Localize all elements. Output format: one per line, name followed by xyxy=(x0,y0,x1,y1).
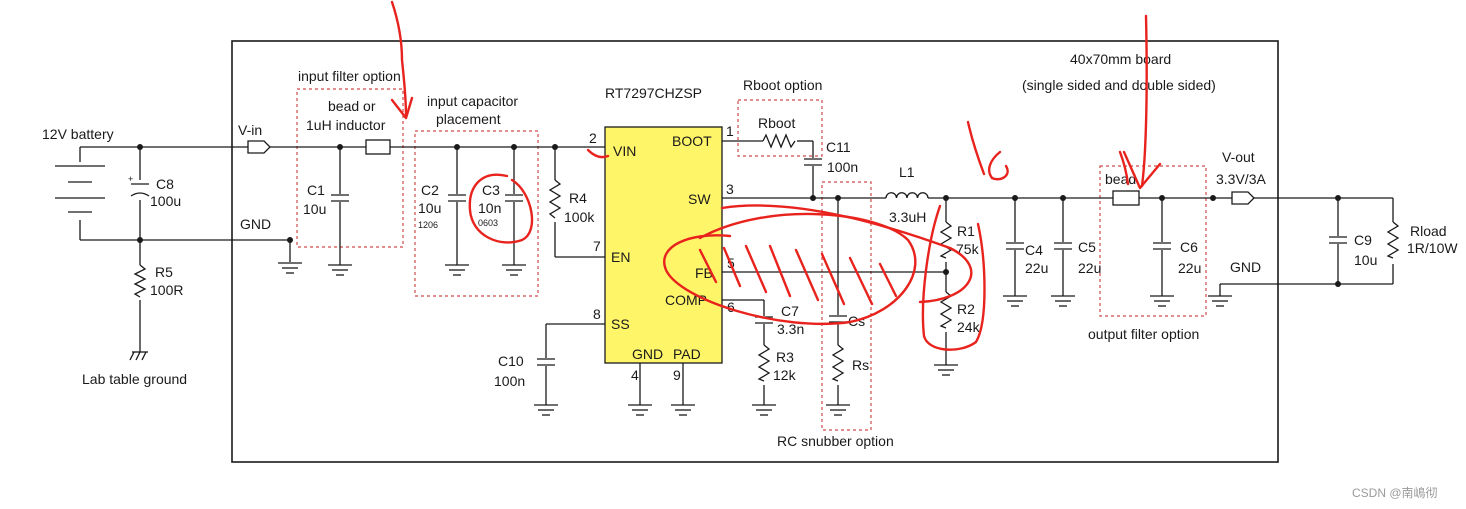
vout-port-label: V-out xyxy=(1222,149,1255,165)
input-filter-option-label: input filter option xyxy=(298,68,401,84)
c2-ref: C2 xyxy=(421,182,439,198)
c1-ref: C1 xyxy=(307,182,325,198)
bead-in-symbol xyxy=(365,139,391,155)
r1-value: 75k xyxy=(956,241,980,257)
c3-package: 0603 xyxy=(478,218,498,228)
board-subtitle: (single sided and double sided) xyxy=(1022,77,1216,93)
pin-comp-label: COMP xyxy=(665,292,707,308)
gnd-left-label: GND xyxy=(240,216,271,232)
c5-value: 22u xyxy=(1078,260,1101,276)
rc-snubber-option-label: RC snubber option xyxy=(777,433,894,449)
watermark: CSDN @南嶋彻 xyxy=(1352,485,1438,500)
svg-text:+: + xyxy=(128,174,133,184)
c6-value: 22u xyxy=(1178,260,1201,276)
gnd-right-label: GND xyxy=(1230,259,1261,275)
board-title: 40x70mm board xyxy=(1070,51,1171,67)
pin-en-label: EN xyxy=(611,249,630,265)
c8-ref: C8 xyxy=(156,176,174,192)
rload-ref: Rload xyxy=(1410,223,1447,239)
ic-body xyxy=(604,126,723,364)
r4-value: 100k xyxy=(564,209,595,225)
r5-value: 100R xyxy=(150,282,183,298)
red-annotations xyxy=(390,0,1162,351)
battery-label: 12V battery xyxy=(42,126,114,142)
pin-number-gnd: 4 xyxy=(631,367,639,383)
r5-ref: R5 xyxy=(155,264,173,280)
pin-number-boot: 1 xyxy=(726,123,734,139)
capacitor-symbols: + xyxy=(128,158,1348,366)
c7-ref: C7 xyxy=(781,303,799,319)
resistor-symbols xyxy=(133,133,1400,382)
r3-ref: R3 xyxy=(776,349,794,365)
c6-ref: C6 xyxy=(1180,239,1198,255)
c5-ref: C5 xyxy=(1078,239,1096,255)
c7-value: 3.3n xyxy=(777,321,804,337)
vout-rating-label: 3.3V/3A xyxy=(1216,171,1266,187)
wires xyxy=(79,140,1394,405)
c2-package: 1206 xyxy=(418,220,438,230)
c10-value: 100n xyxy=(494,373,525,389)
c4-value: 22u xyxy=(1025,260,1048,276)
rboot-box xyxy=(737,99,823,157)
c9-value: 10u xyxy=(1354,252,1377,268)
ground-symbols xyxy=(129,262,1233,416)
c2-value: 10u xyxy=(418,200,441,216)
bead-in-label-1: bead or xyxy=(328,98,376,114)
bead-out-label: bead xyxy=(1105,171,1136,187)
board-outline xyxy=(231,40,1279,463)
pin-number-sw: 3 xyxy=(726,181,734,197)
c8-value: 100u xyxy=(150,193,181,209)
c3-ref: C3 xyxy=(482,182,500,198)
c1-value: 10u xyxy=(303,201,326,217)
rc-snubber-box xyxy=(821,181,872,431)
l1-value: 3.3uH xyxy=(889,209,926,225)
pin-gnd-label: GND xyxy=(632,346,663,362)
c4-ref: C4 xyxy=(1025,242,1043,258)
c10-ref: C10 xyxy=(498,353,524,369)
l1-ref: L1 xyxy=(899,164,915,180)
pin-ss-label: SS xyxy=(611,316,630,332)
vout-port-icon xyxy=(1231,191,1255,205)
rload-value: 1R/10W xyxy=(1407,240,1458,256)
input-cap-box xyxy=(414,130,539,297)
pin-sw-label: SW xyxy=(688,191,711,207)
battery-symbol xyxy=(55,165,105,213)
junction-dots xyxy=(137,144,1341,287)
rboot-ref: Rboot xyxy=(758,115,795,131)
pin-number-comp: 6 xyxy=(727,299,735,315)
vin-port-label: V-in xyxy=(238,122,262,138)
r2-ref: R2 xyxy=(957,301,975,317)
c3-value: 10n xyxy=(478,200,501,216)
output-filter-box xyxy=(1099,165,1207,317)
c11-ref: C11 xyxy=(826,139,851,155)
pin-number-pad: 9 xyxy=(673,367,681,383)
pin-vin-label: VIN xyxy=(613,143,636,159)
rs-ref: Rs xyxy=(852,357,869,373)
ic-name: RT7297CHZSP xyxy=(605,85,702,101)
bead-out-symbol xyxy=(1112,190,1140,206)
output-filter-option-label: output filter option xyxy=(1088,326,1199,342)
c9-ref: C9 xyxy=(1354,232,1372,248)
vin-port-icon xyxy=(247,140,271,154)
pin-number-ss: 8 xyxy=(593,306,601,322)
input-cap-option-label-2: placement xyxy=(436,111,501,127)
r3-value: 12k xyxy=(773,367,797,383)
bead-in-label-2: 1uH inductor xyxy=(306,117,386,133)
rboot-option-label: Rboot option xyxy=(743,77,822,93)
inductor-l1 xyxy=(885,192,929,199)
pin-pad-label: PAD xyxy=(673,346,701,362)
pin-number-vin: 2 xyxy=(589,130,597,146)
c11-value: 100n xyxy=(827,159,858,175)
r4-ref: R4 xyxy=(569,190,587,206)
pin-boot-label: BOOT xyxy=(672,133,712,149)
r1-ref: R1 xyxy=(957,223,975,239)
pin-number-en: 7 xyxy=(593,238,601,254)
lab-ground-label: Lab table ground xyxy=(82,371,187,387)
r2-value: 24k xyxy=(957,319,981,335)
input-cap-option-label: input capacitor xyxy=(427,93,518,109)
